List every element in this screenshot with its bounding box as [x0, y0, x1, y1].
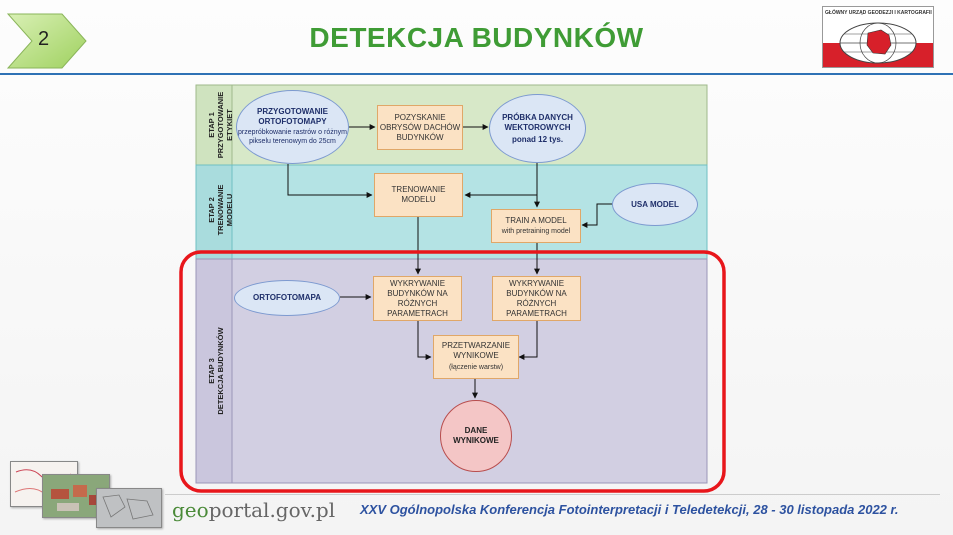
lane-etap-1-header — [195, 84, 233, 166]
node-detect-1-title: WYKRYWANIE BUDYNKÓW NA RÓŻNYCH PARAMETRA… — [387, 278, 448, 318]
node-detect-2-title: WYKRYWANIE BUDYNKÓW NA RÓŻNYCH PARAMETRA… — [506, 278, 567, 318]
node-prep-ortho: PRZYGOTOWANIE ORTOFOTOMAPY przepróbkowan… — [236, 90, 349, 164]
arrow-detect-2-to-processing — [518, 321, 538, 360]
footer-rule — [165, 494, 940, 495]
node-processing-title: PRZETWARZANIE WYNIKOWE — [441, 341, 511, 361]
node-vector-sample: PRÓBKA DANYCH WEKTOROWYCH ponad 12 tys. — [489, 94, 586, 163]
arrow-prep-to-train — [287, 164, 373, 198]
node-results-title: DANE WYNIKOWE — [453, 426, 499, 445]
node-train-a-model-sub: with pretraining model — [501, 227, 571, 235]
slide-number: 2 — [38, 28, 50, 50]
node-usa-model-title: USA MODEL — [631, 199, 679, 209]
lane-etap-3-header — [195, 258, 233, 484]
lane-label-etap-1: ETAP 1 PRZYGOTOWANIE ETYKIET — [207, 91, 234, 159]
gugik-logo: GŁÓWNY URZĄD GEODEZJI I KARTOGRAFII — [822, 6, 934, 68]
node-vector-sample-title: PRÓBKA DANYCH WEKTOROWYCH — [502, 112, 573, 132]
node-prep-ortho-title: PRZYGOTOWANIE ORTOFOTOMAPY — [257, 107, 328, 127]
lane-etap-2-header — [195, 164, 233, 260]
node-detect-2: WYKRYWANIE BUDYNKÓW NA RÓŻNYCH PARAMETRA… — [492, 276, 581, 321]
node-usa-model: USA MODEL — [612, 183, 698, 226]
arrow-detect-1-to-processing — [417, 321, 432, 360]
node-results: DANE WYNIKOWE — [440, 400, 512, 472]
logo-globe-icon — [823, 22, 933, 67]
node-train-model: TRENOWANIE MODELU — [374, 173, 463, 217]
gray-map-icon — [102, 494, 154, 520]
node-prep-ortho-sub: przepróbkowanie rastrów o różnym pikselu… — [238, 129, 347, 145]
node-train-a-model-title: TRAIN A MODEL — [505, 215, 567, 225]
node-train-a-model: TRAIN A MODEL with pretraining model — [491, 209, 581, 243]
thumbnail-gray — [96, 488, 162, 528]
node-roof-outlines: POZYSKANIE OBRYSÓW DACHÓW BUDYNKÓW — [377, 105, 463, 150]
arrow-usa-to-train-a-model — [581, 203, 612, 228]
logo-text: GŁÓWNY URZĄD GEODEZJI I KARTOGRAFII — [825, 10, 932, 16]
lane-label-etap-3: ETAP 3 DETEKCJA BUDYNKÓW — [207, 327, 225, 415]
slide-number-badge — [6, 13, 87, 69]
node-roof-outlines-title: POZYSKANIE OBRYSÓW DACHÓW BUDYNKÓW — [379, 112, 461, 142]
node-train-model-title: TRENOWANIE MODELU — [391, 185, 446, 204]
footer-conference: XXV Ogólnopolska Konferencja Fotointerpr… — [360, 502, 899, 517]
node-processing-sub: (łączenie warstw) — [448, 364, 504, 372]
node-vector-sample-sub: ponad 12 tys. — [511, 134, 564, 144]
slide-title: DETEKCJA BUDYNKÓW — [309, 22, 644, 53]
node-ortofotomapa: ORTOFOTOMAPA — [234, 280, 340, 316]
lane-label-etap-2: ETAP 2 TRENOWANIE MODELU — [207, 184, 234, 236]
geoportal-logo-suffix: portal.gov.pl — [208, 498, 336, 522]
geoportal-logo-prefix: geo — [172, 498, 209, 522]
node-detect-1: WYKRYWANIE BUDYNKÓW NA RÓŻNYCH PARAMETRA… — [373, 276, 462, 321]
geoportal-logo[interactable]: geoportal.gov.pl — [172, 498, 335, 522]
node-ortofotomapa-title: ORTOFOTOMAPA — [253, 293, 321, 302]
header-rule — [0, 73, 953, 75]
highlight-etap-3 — [179, 250, 726, 493]
node-processing: PRZETWARZANIE WYNIKOWE (łączenie warstw) — [433, 335, 519, 379]
